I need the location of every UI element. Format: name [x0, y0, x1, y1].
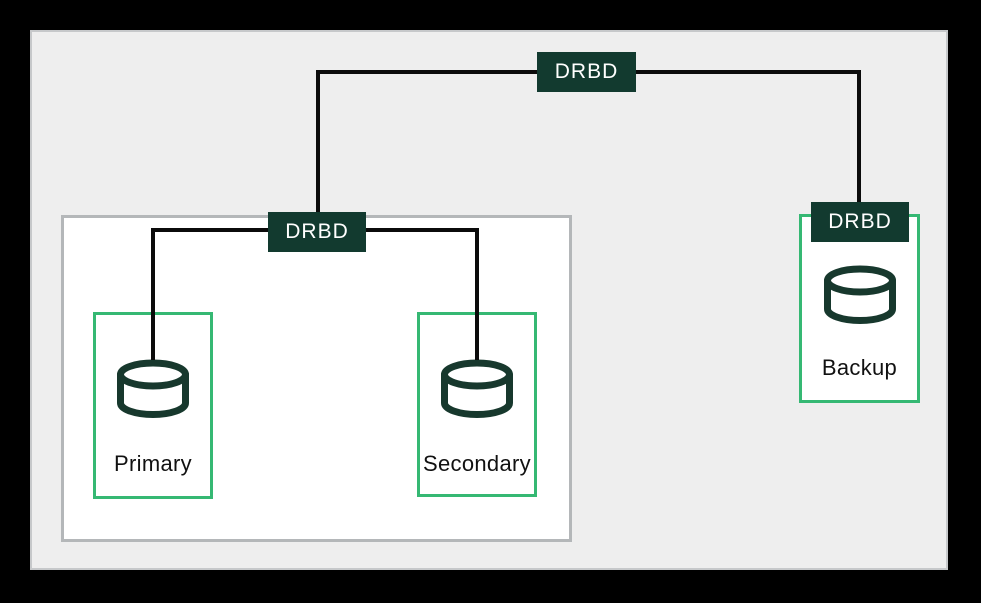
connector-secondary-vertical	[475, 228, 479, 360]
connector-top-to-backup-horizontal	[633, 70, 861, 74]
drbd-badge-backup: DRBD	[811, 202, 909, 242]
node-primary-label: Primary	[114, 451, 192, 476]
node-backup-label: Backup	[821, 355, 898, 380]
drbd-badge-top: DRBD	[537, 52, 636, 92]
node-backup: Backup	[799, 214, 920, 403]
connector-top-to-cluster-horizontal	[316, 70, 541, 74]
database-icon	[117, 359, 189, 418]
connector-primary-vertical	[151, 228, 155, 360]
database-icon	[823, 265, 896, 324]
connector-cluster-vertical	[316, 70, 320, 216]
connector-drbd-to-secondary-horizontal	[363, 228, 479, 232]
drbd-badge-cluster: DRBD	[268, 212, 366, 252]
connector-backup-vertical	[857, 70, 861, 206]
node-secondary-label: Secondary	[423, 451, 531, 476]
database-icon	[441, 359, 513, 418]
connector-drbd-to-primary-horizontal	[151, 228, 271, 232]
